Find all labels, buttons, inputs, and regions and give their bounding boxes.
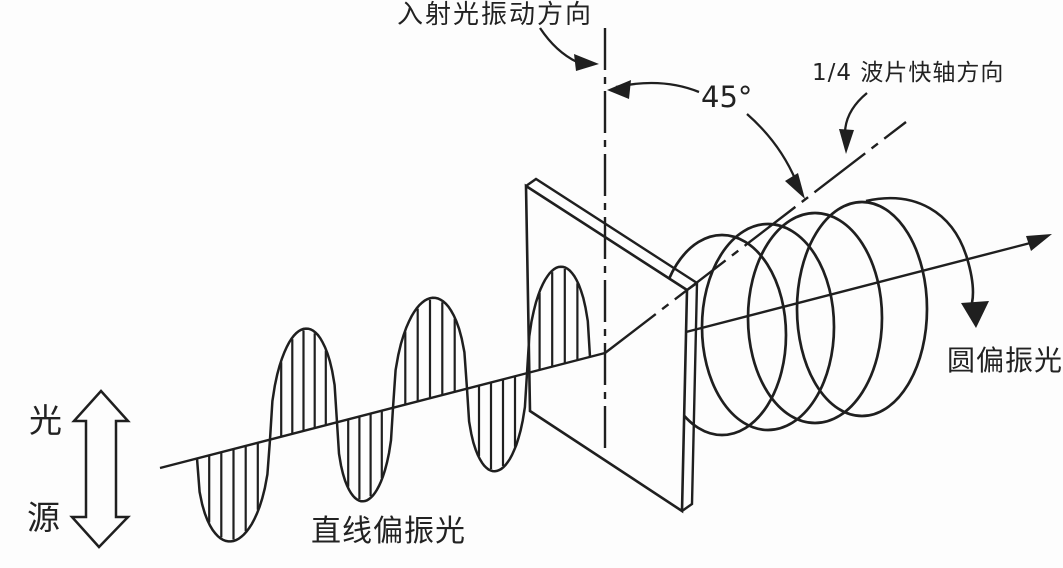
wave-lobe [525,265,592,374]
wave-lobe [335,407,395,503]
rotation-arrow-curve [865,196,975,304]
incident-direction-label: 入射光振动方向 [397,0,593,30]
angle-label: 45° [701,80,752,114]
fast-axis-label-arrow [839,92,868,154]
linear-polarized-wave [195,265,592,543]
fast-axis-arrow-curve [843,92,868,137]
linear-polarized-label: 直线偏振光 [311,514,466,549]
wave-lobe [195,439,272,543]
angle-arc-right [746,113,798,182]
incident-arrowhead-icon [574,54,599,71]
helix-coil [700,222,836,432]
fast-axis-arrowhead-icon [839,129,854,154]
incident-label-arrow [539,27,599,71]
wave-lobe [268,327,339,440]
plate-front-face [524,183,689,514]
angle-arrowhead-left-icon [607,80,631,99]
light-source-arrow-icon [69,389,131,549]
helix-coil [795,200,929,418]
fast-axis-label: 1/4 波片快轴方向 [812,60,1004,86]
helix-coil [746,211,884,425]
incident-arrow-curve [539,27,578,64]
rotation-direction-arrow [865,196,989,328]
rotation-arrowhead-icon [961,301,989,328]
wave-lobe [391,296,469,408]
light-source-label-top: 光 [29,401,62,440]
beam-axis-right [685,239,1039,334]
wave-lobe [465,373,529,473]
light-source-label-bottom: 源 [27,498,60,537]
angle-arrowhead-right-icon [785,173,805,199]
helix-coils [656,200,929,437]
angle-annotation [607,80,805,199]
circular-polarized-label: 圆偏振光 [947,344,1063,377]
beam-arrowhead-icon [1026,234,1052,251]
fast-axis-line [604,121,907,354]
angle-arc-left [615,81,700,94]
beam-axis-left [159,351,606,470]
